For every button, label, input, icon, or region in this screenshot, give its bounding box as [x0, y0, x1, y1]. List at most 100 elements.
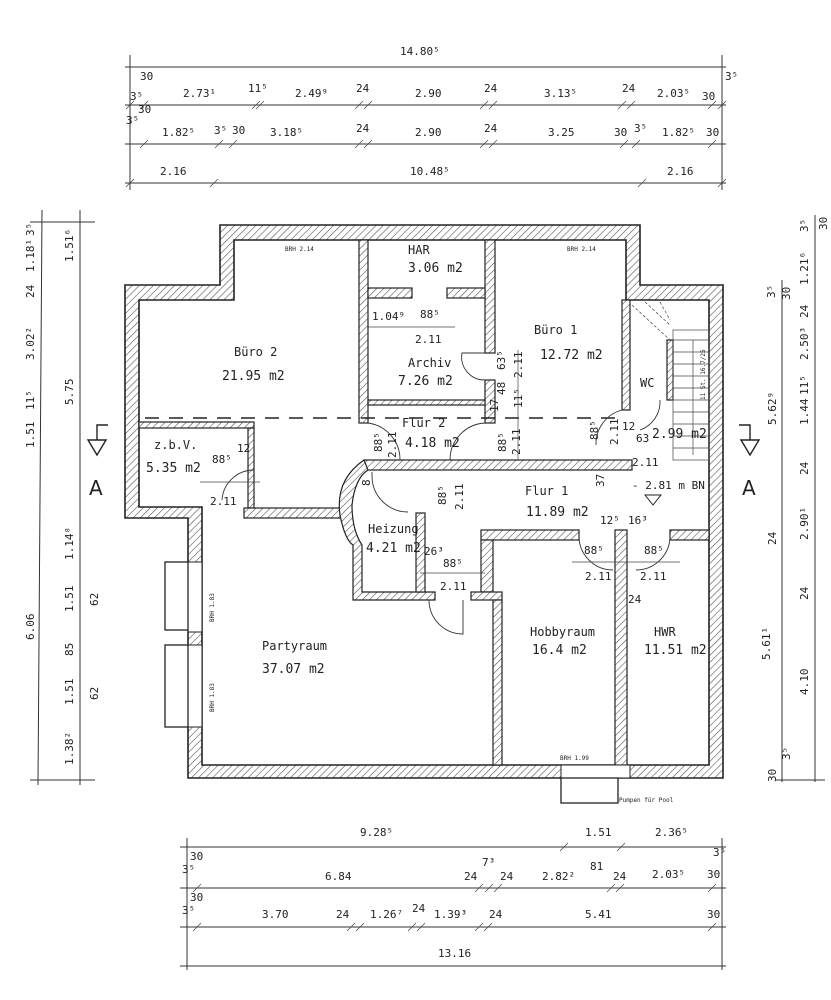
level-triangle-icon [643, 494, 663, 506]
dim-label: 88⁵ [496, 432, 509, 452]
doors [221, 352, 671, 635]
dim-label: 24 [798, 461, 811, 475]
room-area-partyraum: 37.07 m2 [262, 662, 325, 677]
dim-label: 2.11 [512, 352, 525, 379]
room-area-flur2: 4.18 m2 [405, 436, 460, 451]
windows [164, 561, 631, 804]
dim-label: 62 [88, 687, 101, 700]
dim-label: 2.11 [585, 570, 612, 583]
dim-label: 30 [817, 217, 830, 230]
left-dimension-chains: 3⁵ 1.18¹ 24 3.02² 11⁵ 1.51 6.06 1.51⁶ 5.… [24, 209, 101, 786]
brh-note: BRH 1.99 [560, 755, 589, 762]
room-area-archiv: 7.26 m2 [398, 374, 453, 389]
dim-label: 81 [590, 860, 603, 873]
room-area-heizung: 4.21 m2 [366, 541, 421, 556]
room-name-partyraum: Partyraum [262, 639, 327, 653]
dim-label: 3.02² [24, 327, 37, 360]
dim-label: 7³ [482, 856, 495, 869]
room-area-zbv: 5.35 m2 [146, 461, 201, 476]
dim-label: 9.28⁵ [360, 826, 393, 839]
dim-label: 24 [798, 304, 811, 318]
dim-label: 3.18⁵ [270, 126, 303, 139]
dim-label: 24 [489, 908, 503, 921]
dim-label: 1.51 [24, 422, 37, 449]
dim-label: 2.11 [632, 456, 659, 469]
dim-label: 1.38² [63, 732, 76, 765]
room-area-har: 3.06 m2 [408, 261, 463, 276]
dim-label: 24 [500, 870, 514, 883]
dim-label: 88⁵ [644, 544, 664, 557]
section-label: A [89, 476, 103, 500]
bottom-dimension-chains: 9.28⁵ 1.51 2.36⁵ 3⁵ 3⁵ 30 6.84 24 7³ 24 … [180, 826, 726, 970]
dim-label: 11⁵ [248, 82, 268, 95]
dim-label: 3⁵ [24, 223, 37, 236]
dim-label: 8 [360, 479, 373, 486]
dim-label: 3.70 [262, 908, 289, 921]
dim-label: 37 [594, 474, 607, 487]
dim-label: 30 [232, 124, 245, 137]
room-name-flur1: Flur 1 [525, 484, 568, 498]
dim-label: 3⁵ [798, 219, 811, 232]
section-marker-right: A [739, 424, 761, 500]
plan-notes: BRH 2.14 BRH 2.14 BRH 1.83 BRH 1.83 BRH … [209, 246, 705, 804]
dim-label: 3⁵ [182, 904, 195, 917]
room-area-hwr: 11.51 m2 [644, 643, 707, 658]
dim-label: 24 [464, 870, 478, 883]
room-name-hobbyraum: Hobbyraum [530, 625, 595, 639]
dim-label: 10.48⁵ [410, 165, 450, 178]
brh-note: BRH 2.14 [285, 246, 314, 253]
dim-label: 1.51 [63, 586, 76, 613]
dim-label: 63⁵ [495, 350, 508, 370]
dim-label: 2.03⁵ [652, 868, 685, 881]
dim-label: 3⁵ [765, 285, 778, 298]
dim-label: 30 [706, 126, 719, 139]
dim-label: 85 [63, 643, 76, 656]
dim-label: 3⁵ [725, 70, 738, 83]
light-well [164, 644, 189, 728]
room-name-archiv: Archiv [408, 356, 451, 370]
dim-label: 24 [24, 284, 37, 298]
dim-label: 30 [780, 287, 793, 300]
dim-label: 17 [488, 399, 501, 412]
dim-label: 16³ [628, 514, 648, 527]
dim-label: 48 [495, 382, 508, 395]
dim-label: 2.82² [542, 870, 575, 883]
brh-note: BRH 1.83 [209, 593, 216, 622]
dim-label: 2.11 [440, 580, 467, 593]
dim-label: 24 [628, 593, 642, 606]
dim-label: 11⁵ [798, 375, 811, 395]
dim-label: 1.51⁶ [63, 229, 76, 262]
dim-label: 4.10 [798, 669, 811, 696]
dim-label: 88⁵ [436, 485, 449, 505]
dim-label: 13.16 [438, 947, 471, 960]
dim-label: 30 [707, 868, 720, 881]
dim-label: 1.21⁶ [798, 252, 811, 285]
dim-label: 5.62⁹ [766, 392, 779, 425]
pump-shaft [560, 777, 619, 804]
room-area-buero1: 12.72 m2 [540, 348, 603, 363]
dim-label: 1.44 [798, 398, 811, 425]
dim-label: 11⁵ [512, 388, 525, 408]
dim-label: 2.11 [386, 432, 399, 459]
dim-label: 6.84 [325, 870, 352, 883]
dim-label: 12⁵ [600, 514, 620, 527]
dim-label: 1.04⁹ [372, 310, 405, 323]
door-dimensions: 1.04⁹ 88⁵ 2.11 63⁵ 2.11 48 11⁵ 17 88⁵ 88… [200, 308, 680, 606]
right-dimension-chains: 3⁵ 30 5.62⁹ 24 5.61¹ 30 3⁵ 3⁵ 30 1.21⁶ 2… [760, 215, 830, 782]
dim-label: 5.61¹ [760, 627, 773, 660]
dim-label: 2.11 [640, 570, 667, 583]
dim-label: 30 [140, 70, 153, 83]
dim-label: 3.25 [548, 126, 575, 139]
room-area-hobbyraum: 16.4 m2 [532, 643, 587, 658]
dim-label: 26³ [424, 545, 444, 558]
room-name-wc: WC [640, 376, 654, 390]
dim-label: 24 [484, 122, 498, 135]
dim-label: 30 [190, 850, 203, 863]
dim-label: 2.90¹ [798, 507, 811, 540]
dim-label: 30 [138, 103, 151, 116]
dim-label: 88⁵ [443, 557, 463, 570]
dim-label: 12 [237, 442, 250, 455]
dim-label: 30 [614, 126, 627, 139]
dim-label: 30 [190, 891, 203, 904]
